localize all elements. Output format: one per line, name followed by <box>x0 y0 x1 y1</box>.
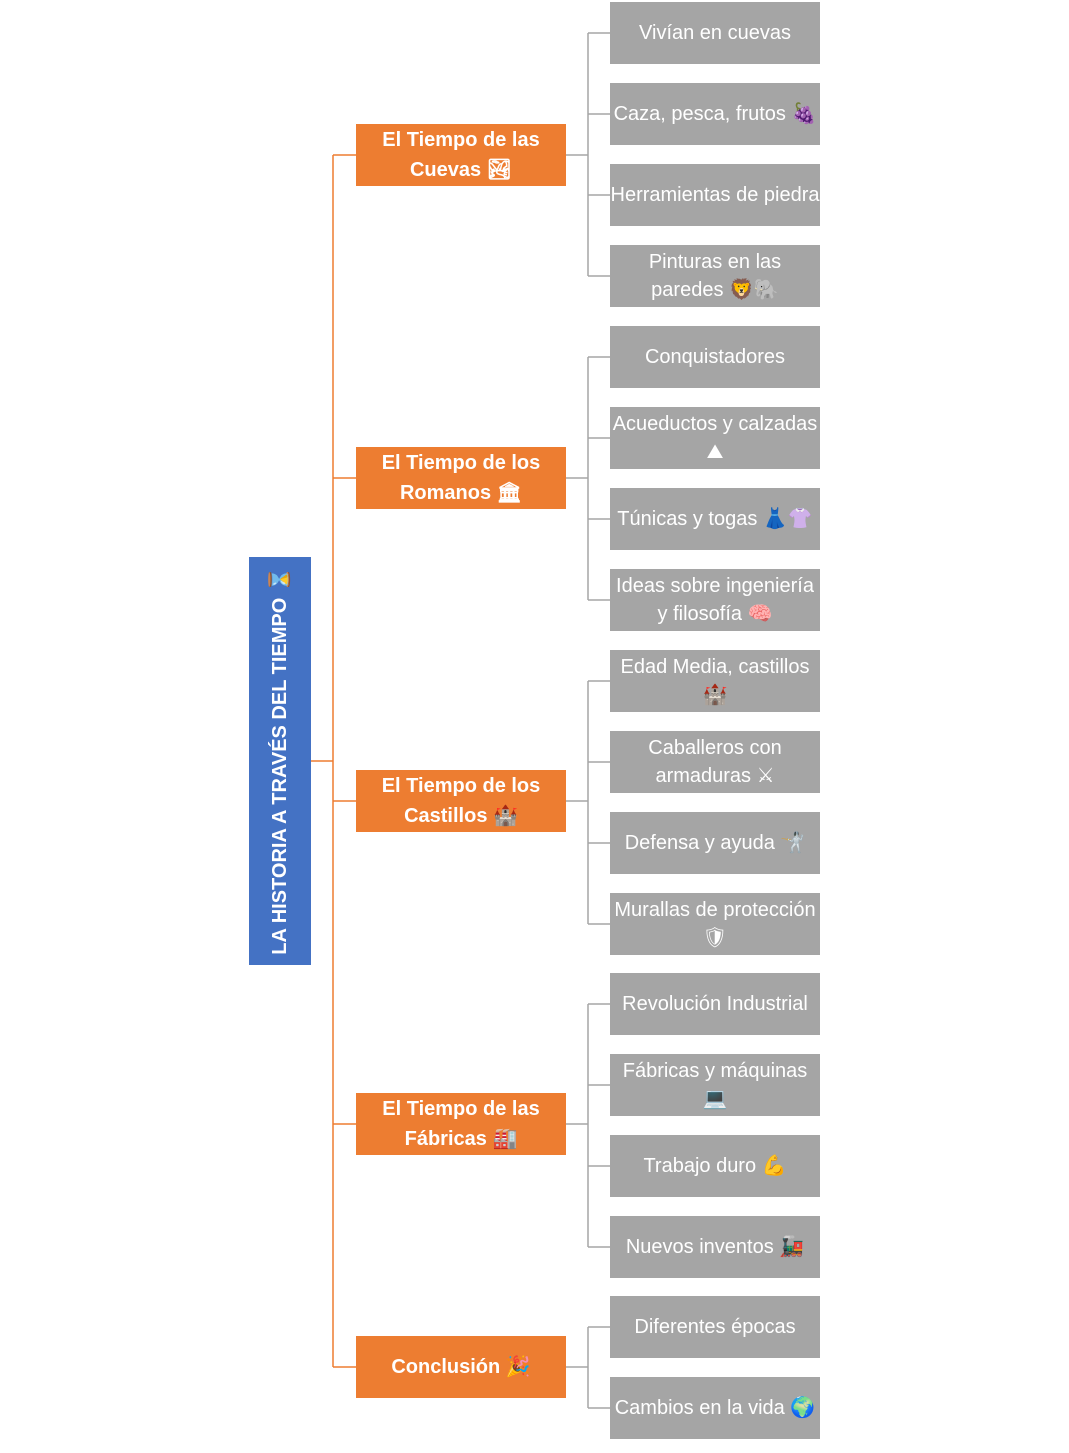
leaf-romanos-3: Túnicas y togas 👗👚 <box>610 488 820 550</box>
branch-cuevas: El Tiempo de las Cuevas 🏞 <box>356 124 566 186</box>
leaf-cuevas-2: Caza, pesca, frutos 🍇 <box>610 83 820 145</box>
branch-fabricas: El Tiempo de las Fábricas 🏭 <box>356 1093 566 1155</box>
leaf-castillos-1: Edad Media, castillos 🏰 <box>610 650 820 712</box>
leaf-castillos-2: Caballeros con armaduras ⚔ <box>610 731 820 793</box>
leaf-cuevas-4: Pinturas en las paredes 🦁🐘 <box>610 245 820 307</box>
root-node: LA HISTORIA A TRAVÉS DEL TIEMPO ⌛ <box>249 557 311 965</box>
leaf-fabricas-1: Revolución Industrial <box>610 973 820 1035</box>
branch-romanos: El Tiempo de los Romanos 🏛 <box>356 447 566 509</box>
leaf-fabricas-2: Fábricas y máquinas 💻 <box>610 1054 820 1116</box>
leaf-castillos-4: Murallas de protección 🛡 <box>610 893 820 955</box>
leaf-fabricas-3: Trabajo duro 💪 <box>610 1135 820 1197</box>
leaf-romanos-1: Conquistadores <box>610 326 820 388</box>
leaf-conclusion-1: Diferentes épocas <box>610 1296 820 1358</box>
leaf-cuevas-3: Herramientas de piedra <box>610 164 820 226</box>
leaf-romanos-2: Acueductos y calzadas ⛰ <box>610 407 820 469</box>
root-label: LA HISTORIA A TRAVÉS DEL TIEMPO ⌛ <box>268 567 291 955</box>
leaf-romanos-4: Ideas sobre ingeniería y filosofía 🧠 <box>610 569 820 631</box>
leaf-fabricas-4: Nuevos inventos 🚂 <box>610 1216 820 1278</box>
branch-castillos: El Tiempo de los Castillos 🏰 <box>356 770 566 832</box>
leaf-castillos-3: Defensa y ayuda 🤺 <box>610 812 820 874</box>
branch-conclusion: Conclusión 🎉 <box>356 1336 566 1398</box>
leaf-cuevas-1: Vivían en cuevas <box>610 2 820 64</box>
leaf-conclusion-2: Cambios en la vida 🌍 <box>610 1377 820 1439</box>
